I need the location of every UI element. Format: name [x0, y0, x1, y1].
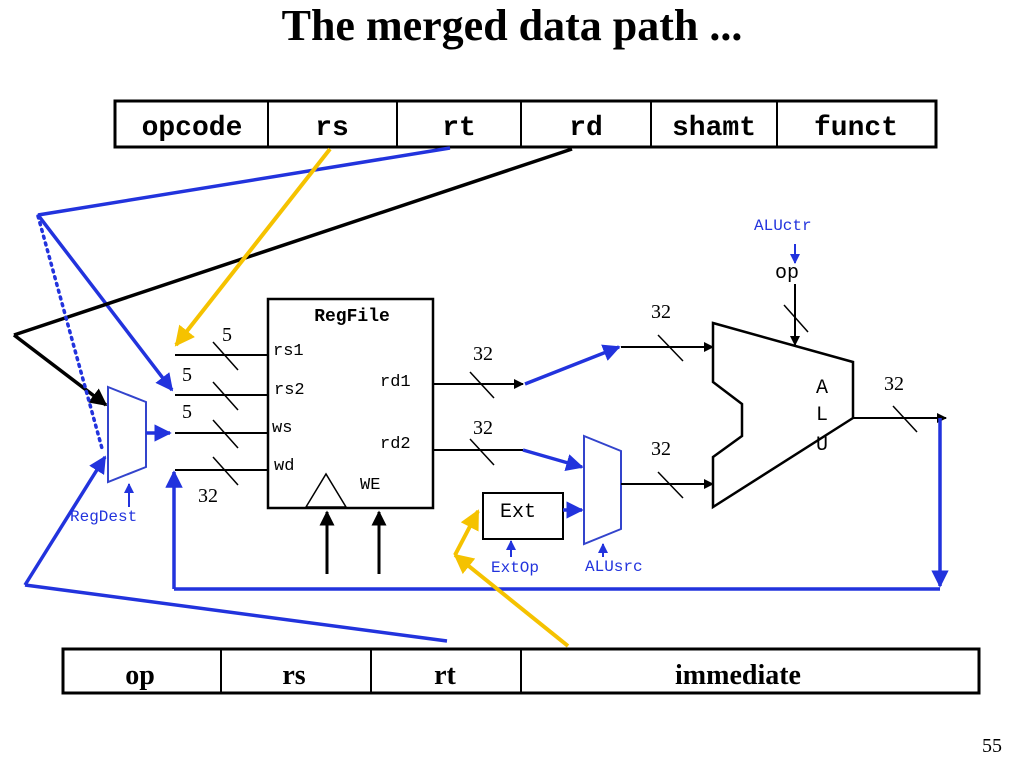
width-alu-in-bottom: 32: [651, 438, 671, 460]
aluctr-label: ALUctr: [754, 217, 812, 235]
alu-letter-a: A: [816, 377, 828, 400]
port-rd1: rd1: [380, 373, 411, 392]
wire-rd2-to-alusrc: [522, 448, 584, 472]
width-rd2: 32: [473, 417, 493, 439]
wire-rd-to-mux: [12, 333, 108, 407]
i-field-rs: rs: [282, 660, 305, 691]
tick-op: [783, 304, 809, 333]
wire-rs-to-rs1: [174, 147, 332, 347]
width-ws: 5: [182, 401, 192, 423]
wire-regdest-dotted: [36, 214, 105, 454]
regfile: RegFile rs1 rs2 ws wd rd1 rd2 WE: [266, 297, 435, 510]
wire-rd1-to-alu: [524, 344, 621, 386]
i-field-immediate: immediate: [675, 660, 801, 691]
r-field-funct: funct: [814, 113, 898, 144]
port-rs1: rs1: [273, 342, 304, 361]
wire-rd-to-regdest: [13, 147, 573, 337]
tick-alu-out: [892, 405, 918, 433]
port-ws: ws: [272, 419, 292, 438]
wire-immediate-to-ext: [453, 553, 570, 648]
alu-letter-l: L: [816, 404, 828, 427]
width-rs2: 5: [182, 364, 192, 386]
wire-rt-to-regdest: [37, 146, 451, 217]
page-number: 55: [982, 735, 1002, 757]
regfile-inputs: [175, 341, 268, 486]
regfile-title: RegFile: [314, 307, 390, 327]
r-field-opcode: opcode: [142, 113, 243, 144]
wire-rt-to-rs2: [36, 213, 174, 392]
wire-i-rt-to-mux: [24, 583, 448, 643]
port-rd2: rd2: [380, 435, 411, 454]
port-wd: wd: [274, 457, 294, 476]
regdest-mux: [107, 385, 147, 484]
i-field-op: op: [125, 660, 155, 691]
alu: [711, 321, 855, 510]
width-alu-out: 32: [884, 373, 904, 395]
clock-triangle: [304, 472, 348, 508]
tick-rd1: [469, 371, 495, 399]
r-field-rt: rt: [442, 113, 476, 144]
port-we: WE: [360, 476, 380, 495]
ext-box: [482, 492, 564, 540]
wire-immediate-to-ext-up: [453, 509, 480, 556]
r-field-shamt: shamt: [672, 113, 756, 144]
wire-i-rt-to-mux-up: [23, 455, 107, 586]
alu-letter-u: U: [816, 434, 828, 457]
alu-op-label: op: [775, 262, 799, 285]
width-alu-in-top: 32: [651, 301, 671, 323]
i-format-instruction: op rs rt immediate: [61, 647, 981, 695]
tick-alu-in-top: [657, 334, 684, 362]
r-field-rd: rd: [569, 113, 603, 144]
width-wd: 32: [198, 485, 218, 507]
tick-alu-in-bottom: [657, 471, 684, 499]
alusrc-label: ALUsrc: [585, 558, 643, 576]
width-rd1: 32: [473, 343, 493, 365]
slide-title: The merged data path ...: [281, 1, 743, 50]
alusrc-mux: [583, 434, 622, 546]
width-rs1: 5: [222, 324, 232, 346]
ext-label: Ext: [500, 501, 536, 524]
port-rs2: rs2: [274, 381, 305, 400]
r-format-instruction: opcode rs rt rd shamt funct: [113, 99, 938, 149]
i-field-rt: rt: [434, 660, 456, 691]
r-field-rs: rs: [315, 113, 349, 144]
regdest-label: RegDest: [70, 508, 137, 526]
extop-label: ExtOp: [491, 559, 539, 577]
tick-rd2: [469, 438, 495, 466]
